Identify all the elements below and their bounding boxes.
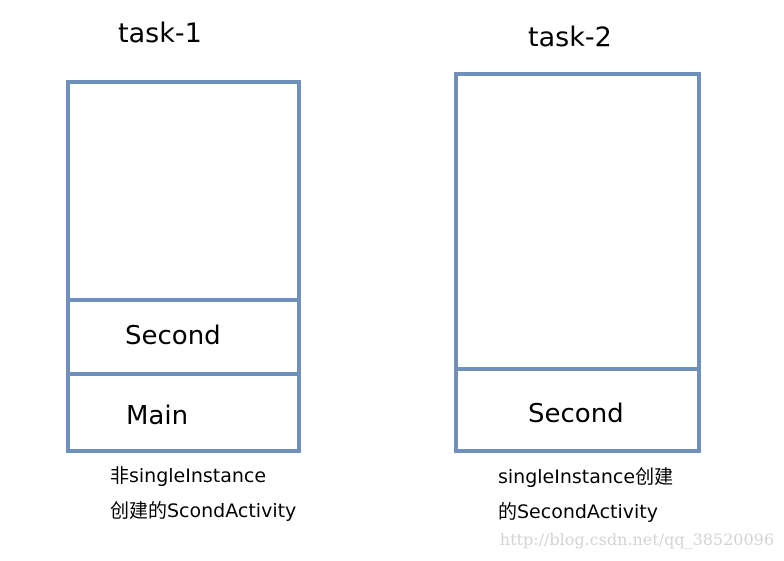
task-1-stack-divider-bottom [70,372,297,376]
watermark-text: http://blog.csdn.net/qq_38520096 [499,530,774,549]
task-1-caption-line-1: 非singleInstance [110,465,267,487]
task-1-main-activity-label: Main [126,401,189,431]
task-2-caption-line-2: 的SecondActivity [498,501,658,523]
task-2-second-activity-label: Second [528,399,624,429]
task-2-title: task-2 [528,22,612,53]
task-1-title: task-1 [118,18,202,49]
task-1-stack-box: Second Main [66,80,301,453]
task-1-caption-line-2: 创建的ScondActivity [110,500,297,522]
task-2-caption-line-1: singleInstance创建 [498,466,674,488]
task-1-second-activity-label: Second [125,321,221,351]
task-1-stack-divider-top [70,298,297,302]
task-2-stack-box: Second [454,72,701,453]
task-2-stack-divider [458,367,697,371]
